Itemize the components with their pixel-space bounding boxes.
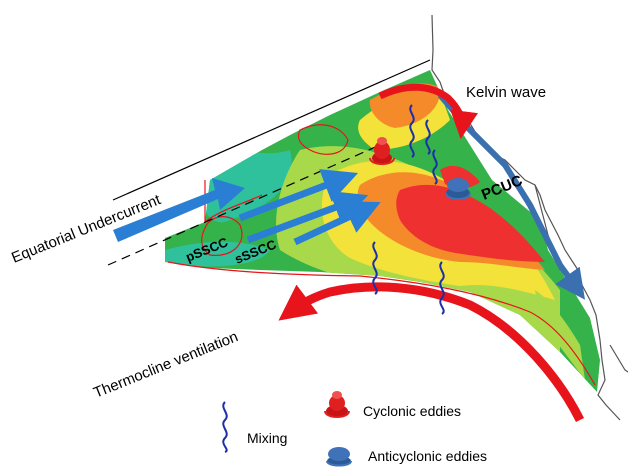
ssscc-arrow-2 [293, 201, 381, 246]
thermocline-ventilation-label: Thermocline ventilation [91, 328, 240, 402]
ssscc-arrow-1 [246, 190, 369, 244]
cyclonic-eddy-field [369, 137, 395, 165]
coast-east [609, 344, 628, 373]
contour-2 [297, 124, 349, 155]
kelvin-wave-label: Kelvin wave [466, 84, 546, 101]
thermocline-ventilation-arrow [278, 282, 585, 423]
equatorial-undercurrent-arrow [113, 178, 245, 242]
contour-3 [167, 261, 596, 386]
contour-lines [167, 124, 596, 386]
psscc-arrow [238, 169, 359, 222]
legend-anticyclonic-icon [326, 447, 352, 467]
legend-anticyclonic-label: Anticyclonic eddies [368, 448, 487, 464]
mixing-squiggle-2 [425, 119, 431, 155]
legend-cyclonic-icon [324, 391, 350, 418]
mixing-squiggle-3 [432, 149, 438, 185]
kelvin-wave-arrow [378, 83, 478, 140]
legend-cyclonic-label: Cyclonic eddies [363, 403, 461, 419]
field-cyan-patch-2 [165, 241, 270, 267]
mixing-squiggle-4 [372, 241, 378, 295]
mixing-squiggles [372, 104, 445, 315]
equator-dashed-line [107, 144, 381, 266]
anticyclonic-eddy-field [445, 178, 471, 200]
domain-boundary [112, 59, 431, 201]
legend-mixing-icon [222, 401, 228, 453]
field-red [396, 184, 545, 262]
mixing-squiggle-1 [409, 104, 415, 158]
legend-mixing-label: Mixing [247, 430, 287, 446]
legend: Mixing Cyclonic eddies Anticyclonic eddi… [222, 391, 487, 467]
contour-1 [201, 216, 243, 256]
mixing-squiggle-5 [439, 261, 445, 315]
